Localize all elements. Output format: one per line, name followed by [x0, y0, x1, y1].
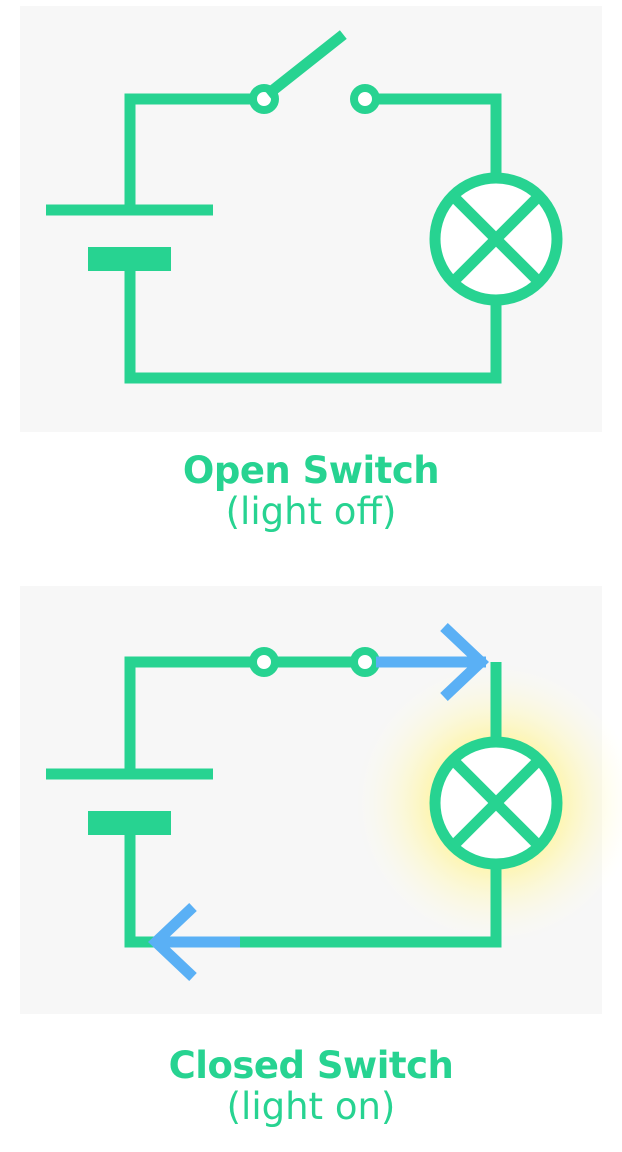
closed-switch-title: Closed Switch: [168, 1044, 454, 1087]
closed-switch-caption: Closed Switch (light on): [0, 1044, 622, 1128]
open-switch-subtitle: (light off): [225, 489, 397, 533]
open-switch-title: Open Switch: [182, 449, 440, 492]
closed-circuit-panel: [20, 586, 602, 1014]
open-circuit-panel: [20, 6, 602, 432]
closed-switch-subtitle: (light on): [226, 1084, 396, 1128]
open-switch-caption: Open Switch (light off): [0, 449, 622, 533]
